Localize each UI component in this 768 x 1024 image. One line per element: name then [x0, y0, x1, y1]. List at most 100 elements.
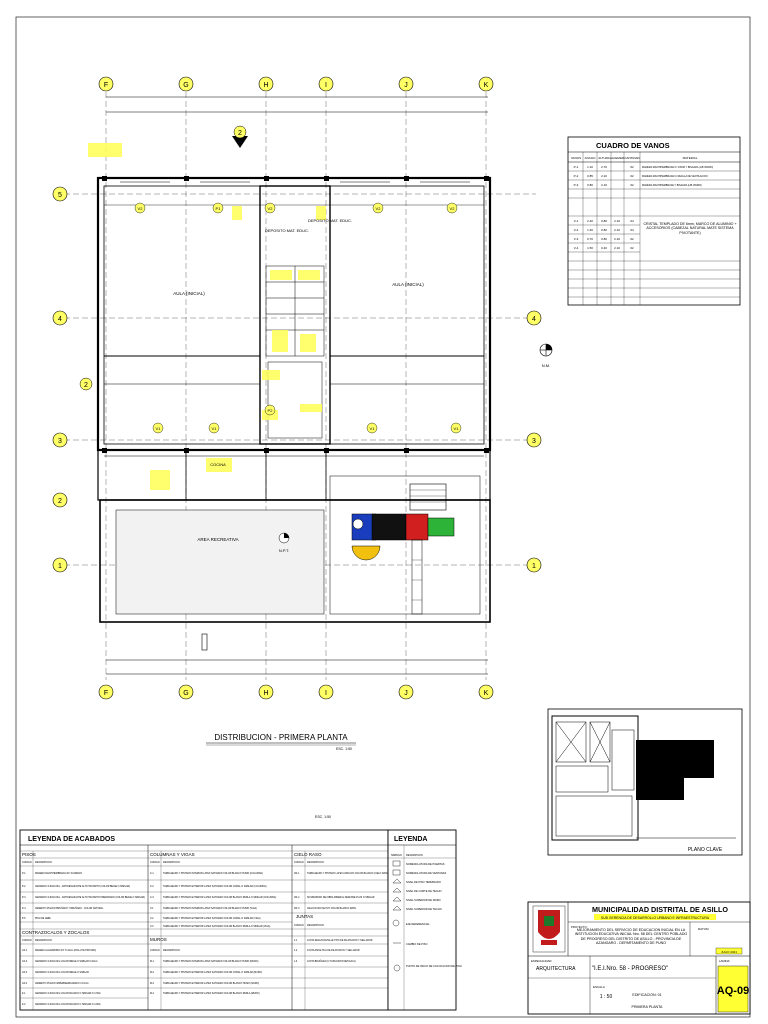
- svg-text:0.80: 0.80: [587, 183, 593, 187]
- vanos-title: CUADRO DE VANOS: [596, 141, 670, 150]
- svg-text:J-1: J-1: [294, 940, 298, 942]
- svg-text:K: K: [484, 82, 489, 89]
- svg-text:CR-2: CR-2: [294, 897, 300, 899]
- svg-text:V-2: V-2: [150, 918, 154, 920]
- svg-text:DESCRIPCION: DESCRIPCION: [307, 924, 324, 927]
- leyenda-item: NOMENCLATURA DE VENTANAS: [406, 871, 447, 875]
- tag-bubble: P1: [212, 202, 224, 214]
- svg-text:P-3: P-3: [574, 183, 579, 187]
- svg-text:CODIGO: CODIGO: [294, 924, 304, 927]
- axis-bubbles-left: 5 4 3 2 1 4 3 1: [52, 186, 542, 573]
- cielo-raso-row: CR-2 SUSPENDIDO DE FIBRA MINERAL DEFENSE …: [294, 896, 375, 899]
- svg-text:2: 2: [84, 382, 88, 389]
- svg-text:MATERIAL: MATERIAL: [683, 156, 698, 160]
- leyenda-item: NIVEL DE PISO TERMINADO: [406, 880, 441, 884]
- svg-text:0.70: 0.70: [587, 237, 593, 241]
- tag-bubble: V2: [134, 202, 146, 214]
- room-label: AREA RECREATIVA: [197, 537, 238, 542]
- window-material: CRISTAL TEMPLADO DE 6mm, MARCO DE ALUMIN…: [643, 222, 737, 235]
- svg-text:02: 02: [630, 165, 634, 169]
- school-name: "I.E.I.Nro. 58 - PROGRESO": [592, 966, 668, 972]
- leyenda-acabados-title: LEYENDA DE ACABADOS: [28, 836, 115, 843]
- leyenda-item: NIVEL SUPERIOR DE MURO: [406, 898, 441, 902]
- svg-text:0.80: 0.80: [601, 228, 607, 232]
- north-icon: N.M.: [539, 343, 553, 368]
- svg-text:J-2: J-2: [294, 950, 298, 952]
- svg-text:P-1: P-1: [574, 165, 579, 169]
- svg-text:DESCRIPCION: DESCRIPCION: [307, 861, 324, 864]
- plan-scale-small: ESC. 1:50: [315, 815, 331, 819]
- svg-text:TARRAJEADO Y PINTADO EXTERIOR: TARRAJEADO Y PINTADO EXTERIOR LATEX SATI…: [163, 896, 276, 899]
- svg-text:TARRAJEADO Y PINTADO EXTERIOR: TARRAJEADO Y PINTADO EXTERIOR LATEX SATI…: [163, 971, 262, 974]
- svg-text:2.10: 2.10: [614, 246, 620, 250]
- svg-text:2.10: 2.10: [614, 228, 620, 232]
- svg-text:TARRAJEADO Y PINTADO EXTERIOR: TARRAJEADO Y PINTADO EXTERIOR LATEX SATI…: [163, 917, 261, 920]
- tag-bubble: V1: [208, 422, 220, 434]
- svg-text:K: K: [484, 690, 489, 697]
- svg-text:CZ-4: CZ-4: [22, 983, 28, 985]
- svg-text:V-3: V-3: [574, 237, 579, 241]
- svg-text:CZ-1: CZ-1: [22, 950, 28, 952]
- svg-text:F: F: [104, 82, 108, 89]
- room-label: DEPOSITO MAT. EDUC.: [308, 218, 352, 223]
- svg-text:DESCRIPCION: DESCRIPCION: [35, 861, 52, 864]
- svg-text:V1: V1: [212, 426, 218, 431]
- svg-text:DATUM: DATUM: [698, 927, 709, 931]
- svg-text:TARRAJEADO Y PINTADO EXTERIOR: TARRAJEADO Y PINTADO EXTERIOR LATEX SATI…: [163, 982, 259, 985]
- svg-text:1.40: 1.40: [587, 228, 593, 232]
- svg-text:TARRAJEADO Y PINTADO INTERIOR: TARRAJEADO Y PINTADO INTERIOR LATEX SATI…: [163, 960, 259, 963]
- room-label: DEPOSITO MAT. EDUC.: [265, 228, 309, 233]
- svg-text:5: 5: [58, 192, 62, 199]
- plan-title: DISTRIBUCION - PRIMERA PLANTA: [214, 733, 348, 742]
- leyenda-acabados: LEYENDA DE ACABADOS PISOS: [19, 829, 389, 1011]
- axis-bubble: G: [178, 684, 194, 700]
- axis-bubble: J: [398, 684, 414, 700]
- juntas-row: J-1 JUNTA SEGUN DETALLE TIPO DE DILATACIO…: [294, 939, 373, 942]
- level-marker-icon: N.P.T.: [278, 532, 290, 553]
- svg-text:CODIGO: CODIGO: [22, 939, 32, 942]
- juntas-title: JUNTAS: [296, 914, 313, 919]
- cielo-raso-title: CIELO RASO: [294, 852, 322, 857]
- svg-text:CERAMICO 0.30x0.60m COLOR BEIG: CERAMICO 0.30x0.60m COLOR BEIGE O SIMILA…: [35, 960, 98, 963]
- svg-text:G: G: [183, 82, 188, 89]
- svg-text:C-3: C-3: [150, 897, 154, 899]
- svg-text:MADERA ALGARROBO 3/4" h=10cm (: MADERA ALGARROBO 3/4" h=10cm (INCLUYE PI…: [35, 949, 96, 952]
- tag-bubble: V1: [450, 422, 462, 434]
- vanos-table: CUADRO DE VANOS VANOS ANCHO ALTURA ALFEI…: [567, 136, 741, 306]
- columnas-title: COLUMNAS Y VIGAS: [150, 852, 195, 857]
- tag-bubble: V2: [446, 202, 458, 214]
- svg-text:P-5: P-5: [22, 918, 26, 920]
- tag-bubble: P2: [264, 404, 276, 416]
- axis-bubble: 2: [52, 492, 68, 508]
- axis-bubble: 1: [52, 557, 68, 573]
- svg-text:Z-1: Z-1: [22, 993, 26, 995]
- svg-text:1: 1: [532, 563, 536, 570]
- sheet-border: [15, 16, 751, 1018]
- svg-text:SUSPENDIDO DE FIBRA MINERAL DE: SUSPENDIDO DE FIBRA MINERAL DEFENSE PLUS…: [307, 896, 375, 899]
- svg-text:TARRAJEADO Y PINTADO EXTERIOR: TARRAJEADO Y PINTADO EXTERIOR LATEX SATI…: [163, 992, 260, 995]
- svg-text:V-3: V-3: [150, 926, 154, 928]
- svg-text:C-2: C-2: [150, 886, 154, 888]
- svg-text:JUNTA SEGUN DETALLE TIPO DE DI: JUNTA SEGUN DETALLE TIPO DE DILATACION Y…: [307, 939, 373, 942]
- axis-bubble: F: [98, 76, 114, 92]
- svg-text:2.10: 2.10: [601, 183, 607, 187]
- axis-bubble: K: [478, 76, 494, 92]
- svg-text:V1: V1: [156, 426, 162, 431]
- tag-bubble: V1: [366, 422, 378, 434]
- svg-text:ALFEIZER: ALFEIZER: [610, 156, 625, 160]
- room-label: AULA (INICIAL): [173, 291, 205, 296]
